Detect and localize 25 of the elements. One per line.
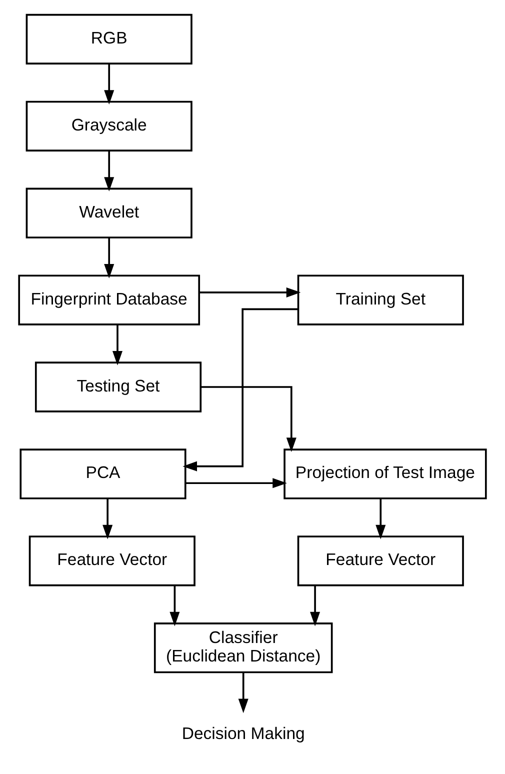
arrow — [182, 308, 298, 472]
node-text: Decision Making — [182, 724, 305, 744]
arrow — [185, 478, 287, 488]
node-box: Training Set — [297, 274, 464, 326]
arrow — [104, 150, 114, 192]
node-box: RGB — [26, 14, 192, 65]
node-box: Classifier (Euclidean Distance) — [154, 622, 333, 674]
arrow — [102, 498, 113, 540]
node-box: Feature Vector — [28, 536, 196, 586]
node-box: Testing Set — [34, 362, 202, 412]
node-box: Grayscale — [26, 100, 192, 152]
arrow — [104, 238, 114, 278]
arrow — [200, 386, 296, 452]
arrow — [170, 586, 180, 626]
arrow — [200, 287, 301, 298]
arrow — [112, 324, 123, 366]
node-box: Wavelet — [26, 188, 192, 238]
node-box: PCA — [20, 448, 186, 500]
node-box: Projection of Test Image — [284, 448, 487, 500]
node-box: Feature Vector — [297, 536, 464, 586]
arrow — [376, 498, 386, 540]
arrow — [310, 586, 320, 626]
node-box: Fingerprint Database — [18, 274, 200, 326]
arrow — [238, 672, 248, 714]
arrow — [104, 64, 114, 104]
